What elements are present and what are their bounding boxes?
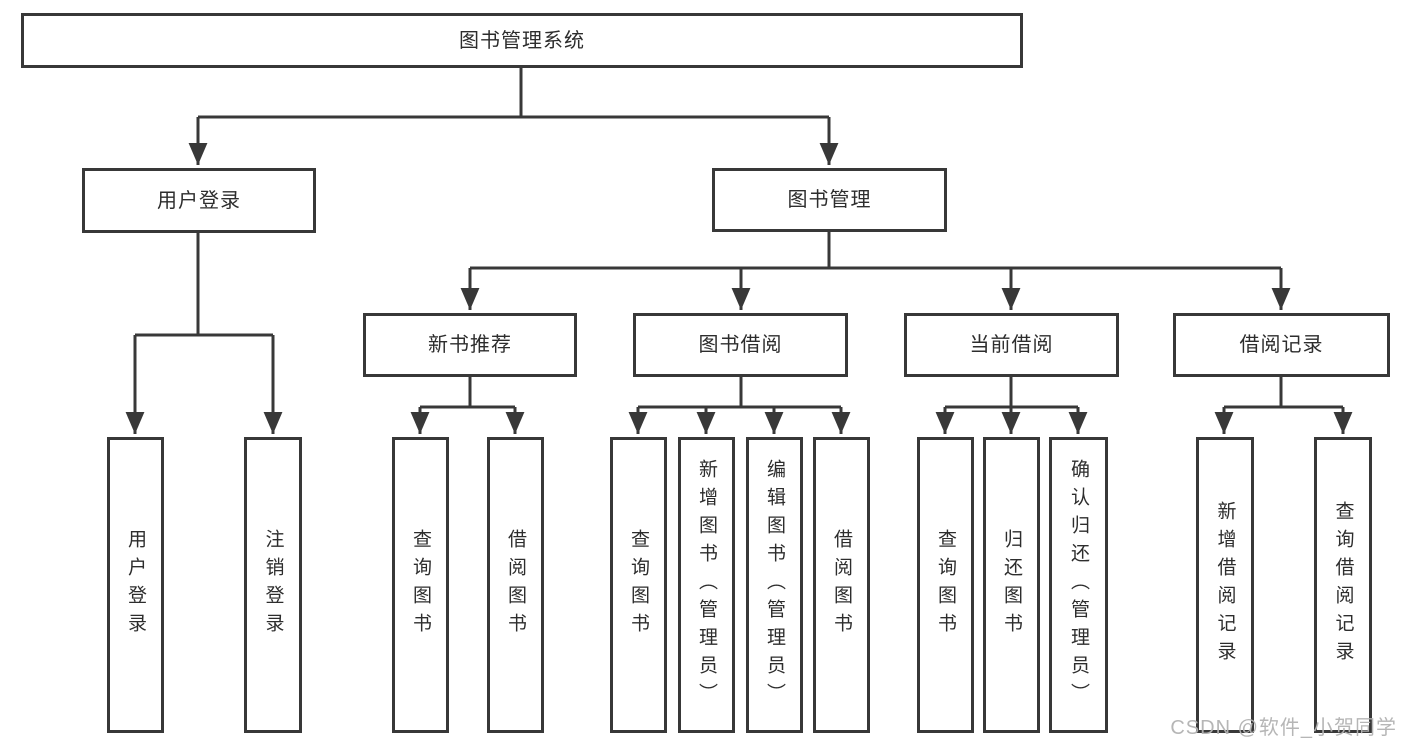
node-book-borrow: 图书借阅 [633,313,848,377]
leaf-current-return-books-label: 归还图书 [1001,529,1022,641]
leaf-borrow-add-books-admin-label: 新增图书（管理员） [696,459,717,711]
leaf-user-login: 用户登录 [107,437,164,733]
node-book-management-label: 图书管理 [787,189,872,211]
node-current-borrow-label: 当前借阅 [969,334,1054,356]
node-current-borrow: 当前借阅 [904,313,1119,377]
node-book-borrow-label: 图书借阅 [698,334,783,356]
node-user-login: 用户登录 [82,168,316,233]
leaf-borrow-query-books: 查询图书 [610,437,667,733]
leaf-recommend-borrow-books: 借阅图书 [487,437,544,733]
leaf-borrow-edit-books-admin-label: 编辑图书（管理员） [764,459,785,711]
leaf-records-query-record: 查询借阅记录 [1314,437,1372,733]
node-new-book-recommend: 新书推荐 [363,313,577,377]
leaf-current-confirm-return-admin: 确认归还（管理员） [1049,437,1108,733]
leaf-logout-label: 注销登录 [262,529,284,641]
leaf-borrow-borrow-books: 借阅图书 [813,437,870,733]
leaf-current-confirm-return-admin-label: 确认归还（管理员） [1068,459,1089,711]
leaf-recommend-borrow-books-label: 借阅图书 [505,529,526,641]
leaf-current-query-books-label: 查询图书 [935,529,956,641]
node-library-management-system: 图书管理系统 [21,13,1023,68]
leaf-borrow-add-books-admin: 新增图书（管理员） [678,437,735,733]
leaf-borrow-query-books-label: 查询图书 [628,529,649,641]
leaf-logout: 注销登录 [244,437,302,733]
node-new-book-recommend-label: 新书推荐 [428,334,512,356]
leaf-recommend-query-books: 查询图书 [392,437,449,733]
node-book-management: 图书管理 [712,168,947,232]
node-library-management-system-label: 图书管理系统 [459,29,585,52]
leaf-borrow-borrow-books-label: 借阅图书 [831,529,852,641]
leaf-current-query-books: 查询图书 [917,437,974,733]
node-user-login-label: 用户登录 [157,189,241,212]
leaf-records-add-record-label: 新增借阅记录 [1214,501,1236,669]
leaf-records-query-record-label: 查询借阅记录 [1332,501,1354,669]
csdn-watermark: CSDN @软件_小贺同学 [1170,717,1397,739]
leaf-borrow-edit-books-admin: 编辑图书（管理员） [746,437,803,733]
connector-skeleton [135,68,1343,409]
leaf-user-login-label: 用户登录 [125,529,146,641]
leaf-recommend-query-books-label: 查询图书 [410,529,431,641]
node-borrow-records: 借阅记录 [1173,313,1390,377]
leaf-records-add-record: 新增借阅记录 [1196,437,1254,733]
node-borrow-records-label: 借阅记录 [1239,334,1324,356]
leaf-current-return-books: 归还图书 [983,437,1040,733]
